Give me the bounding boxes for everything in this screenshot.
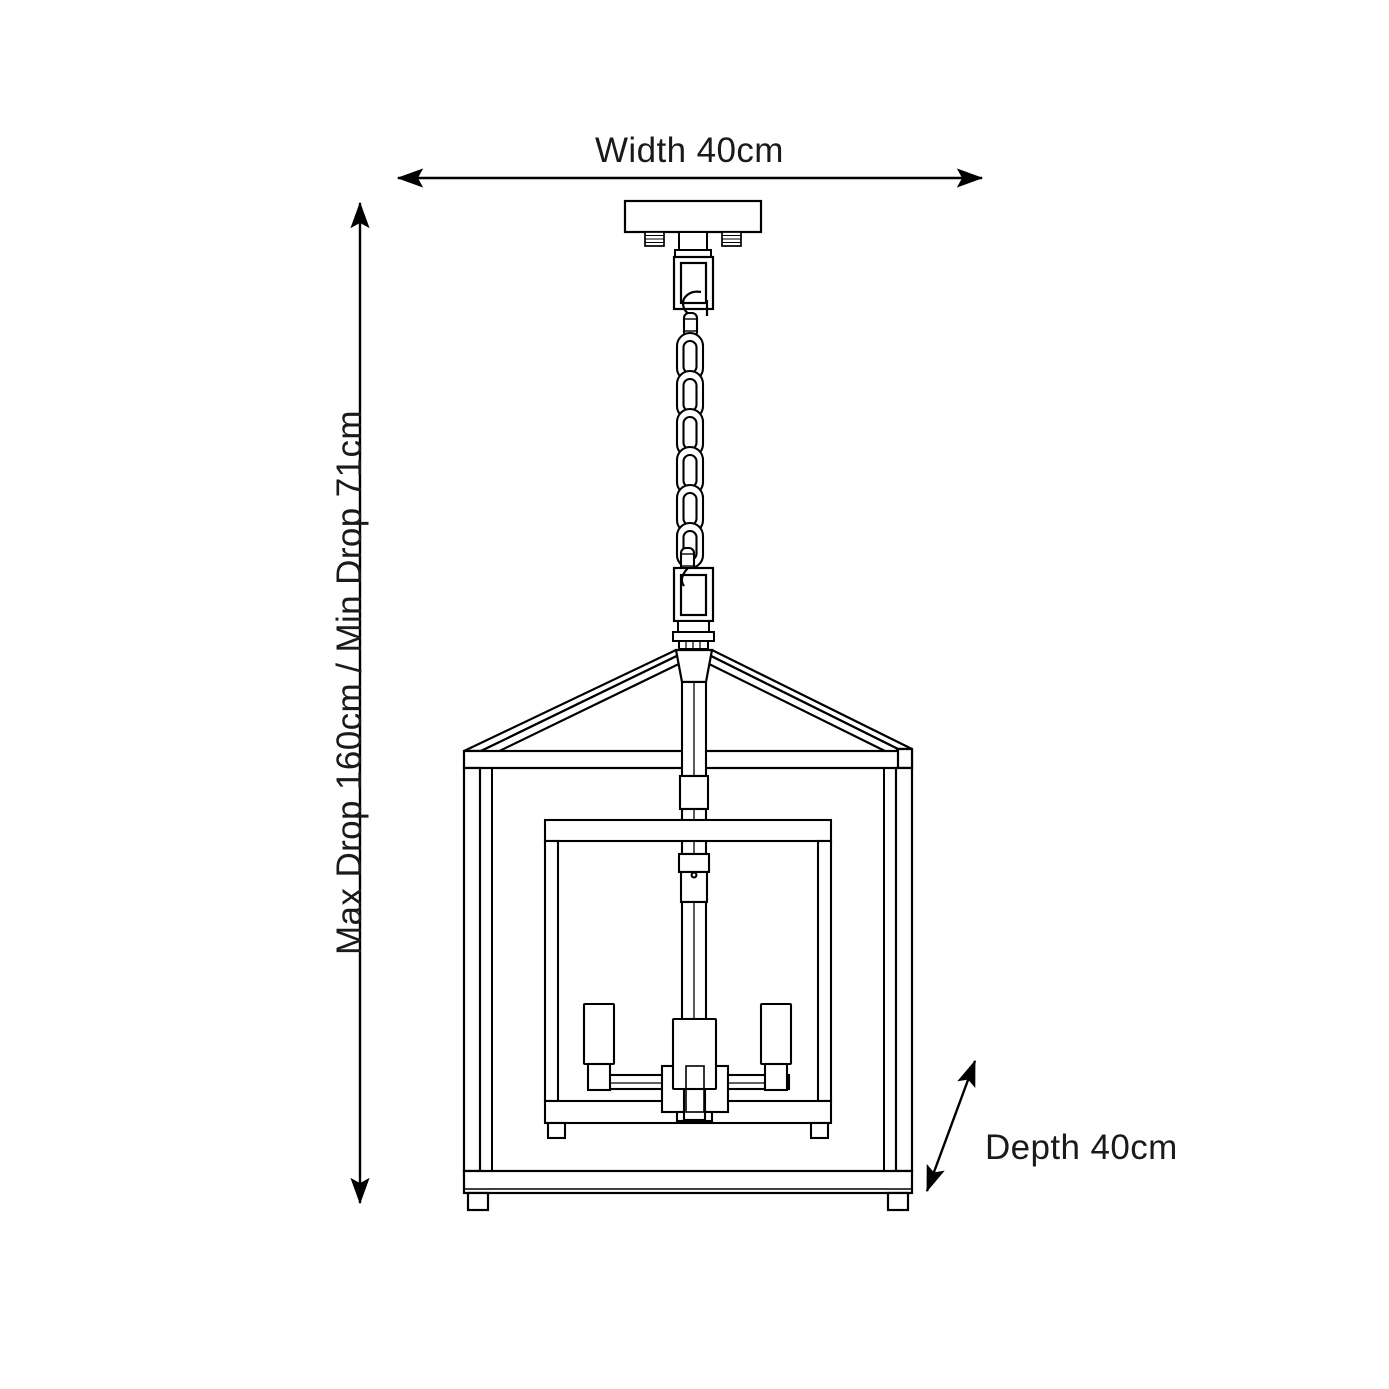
chain-link-oval: [675, 369, 705, 421]
depth-dimension-label: Depth 40cm: [985, 1128, 1178, 1167]
ceiling-mount-plate: [623, 199, 763, 234]
inner-corner-foot: [546, 1121, 567, 1140]
inner-frame: [543, 818, 833, 1140]
chain-link-narrow: [682, 311, 699, 339]
center-stem-rod: [677, 680, 711, 1021]
chain-link-oval: [675, 331, 705, 383]
corner-foot: [466, 1191, 490, 1212]
drop-dimension-label: Max Drop 160cm / Min Drop 71cm: [330, 410, 369, 955]
knurled-screw: [644, 231, 742, 247]
inner-corner-foot: [809, 1121, 830, 1140]
depth-dimension-arrow: [925, 1059, 977, 1193]
stem-collar: [672, 620, 715, 650]
candle-lamp: [582, 1002, 616, 1092]
lower-connector-hook: [680, 567, 689, 587]
mount-neck: [674, 231, 712, 258]
corner-foot: [886, 1191, 910, 1212]
suspension-chain: [675, 311, 705, 574]
width-dimension-label: Width 40cm: [595, 131, 784, 170]
peaked-roof-arms: [463, 648, 913, 759]
candle-lamp: [685, 1065, 705, 1113]
outer-frame: [462, 747, 914, 1212]
candle-lamp: [759, 1002, 793, 1092]
lower-connector-block: [672, 566, 715, 623]
chain-link-oval: [675, 407, 705, 459]
chain-connector-block: [672, 255, 715, 311]
